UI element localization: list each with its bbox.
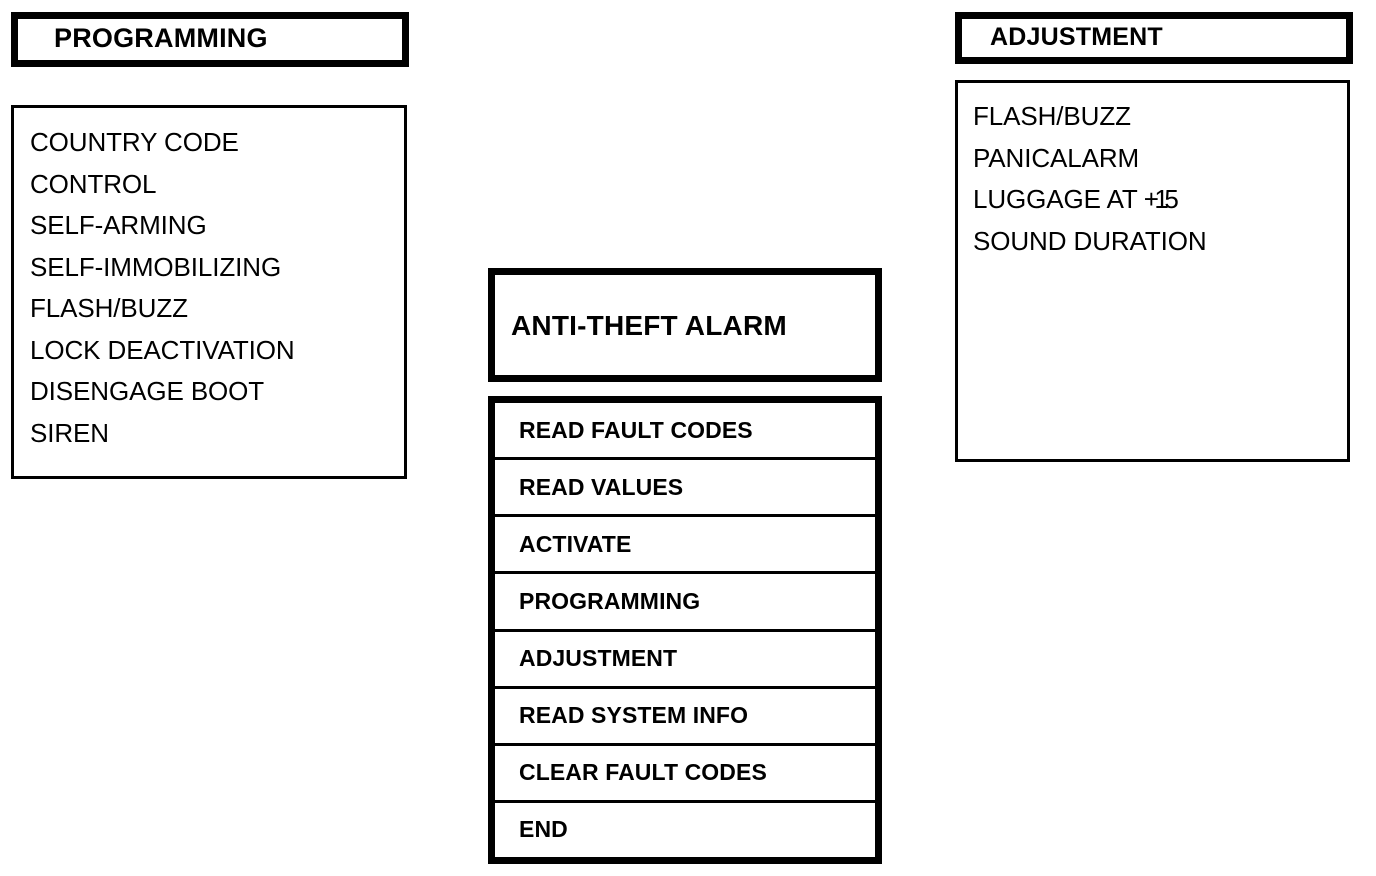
list-item[interactable]: PANICALARM	[973, 138, 1347, 180]
list-item[interactable]: CONTROL	[30, 168, 157, 199]
list-item[interactable]: SELF-IMMOBILIZING	[30, 251, 282, 282]
menu-item-clear-fault-codes[interactable]: CLEAR FAULT CODES	[495, 746, 875, 803]
adjustment-options-box: FLASH/BUZZ PANICALARM LUGGAGE AT+15 SOUN…	[955, 80, 1350, 462]
adjustment-header-plate: ADJUSTMENT	[955, 12, 1353, 64]
list-item[interactable]: LUGGAGE AT+15	[973, 179, 1347, 221]
list-item[interactable]: SOUND DURATION	[973, 221, 1347, 263]
menu-item-adjustment[interactable]: ADJUSTMENT	[495, 632, 875, 689]
list-item[interactable]: COUNTRY CODE	[30, 127, 239, 157]
list-item-label: PANICALARM	[973, 142, 1140, 173]
programming-header-plate: PROGRAMMING	[11, 12, 409, 67]
list-item-label: LUGGAGE AT	[973, 184, 1138, 214]
programming-options-list: COUNTRY CODE CONTROL SELF-ARMING SELF-IM…	[14, 108, 404, 454]
list-item[interactable]: DISENGAGE BOOT	[30, 376, 265, 406]
list-item[interactable]: FLASH/BUZZ	[30, 293, 188, 323]
list-item-label: SOUND DURATION	[973, 225, 1207, 256]
menu-item-programming[interactable]: PROGRAMMING	[495, 574, 875, 632]
list-item-label: FLASH/BUZZ	[973, 101, 1131, 131]
menu-item-read-system-info[interactable]: READ SYSTEM INFO	[495, 689, 875, 746]
list-item[interactable]: SIREN	[30, 417, 109, 448]
list-item[interactable]: FLASH/BUZZ	[973, 96, 1347, 138]
programming-header-label: PROGRAMMING	[54, 23, 268, 53]
anti-theft-alarm-menu-box: READ FAULT CODES READ VALUES ACTIVATE PR…	[488, 396, 882, 864]
anti-theft-alarm-menu-list: READ FAULT CODES READ VALUES ACTIVATE PR…	[495, 403, 875, 857]
menu-item-end[interactable]: END	[519, 816, 568, 843]
adjustment-options-list: FLASH/BUZZ PANICALARM LUGGAGE AT+15 SOUN…	[958, 83, 1347, 262]
list-item[interactable]: SELF-ARMING	[30, 210, 207, 240]
list-item[interactable]: LOCK DEACTIVATION	[30, 334, 295, 365]
menu-item-read-fault-codes[interactable]: READ FAULT CODES	[495, 403, 875, 461]
programming-options-box: COUNTRY CODE CONTROL SELF-ARMING SELF-IM…	[11, 105, 407, 479]
anti-theft-alarm-title: ANTI-THEFT ALARM	[511, 310, 787, 341]
menu-item-read-values[interactable]: READ VALUES	[495, 460, 875, 518]
menu-item-activate[interactable]: ACTIVATE	[495, 517, 875, 575]
adjustment-header-label: ADJUSTMENT	[990, 22, 1163, 51]
luggage-offset-value: +15	[1143, 184, 1179, 214]
anti-theft-alarm-header-plate: ANTI-THEFT ALARM	[488, 268, 882, 382]
